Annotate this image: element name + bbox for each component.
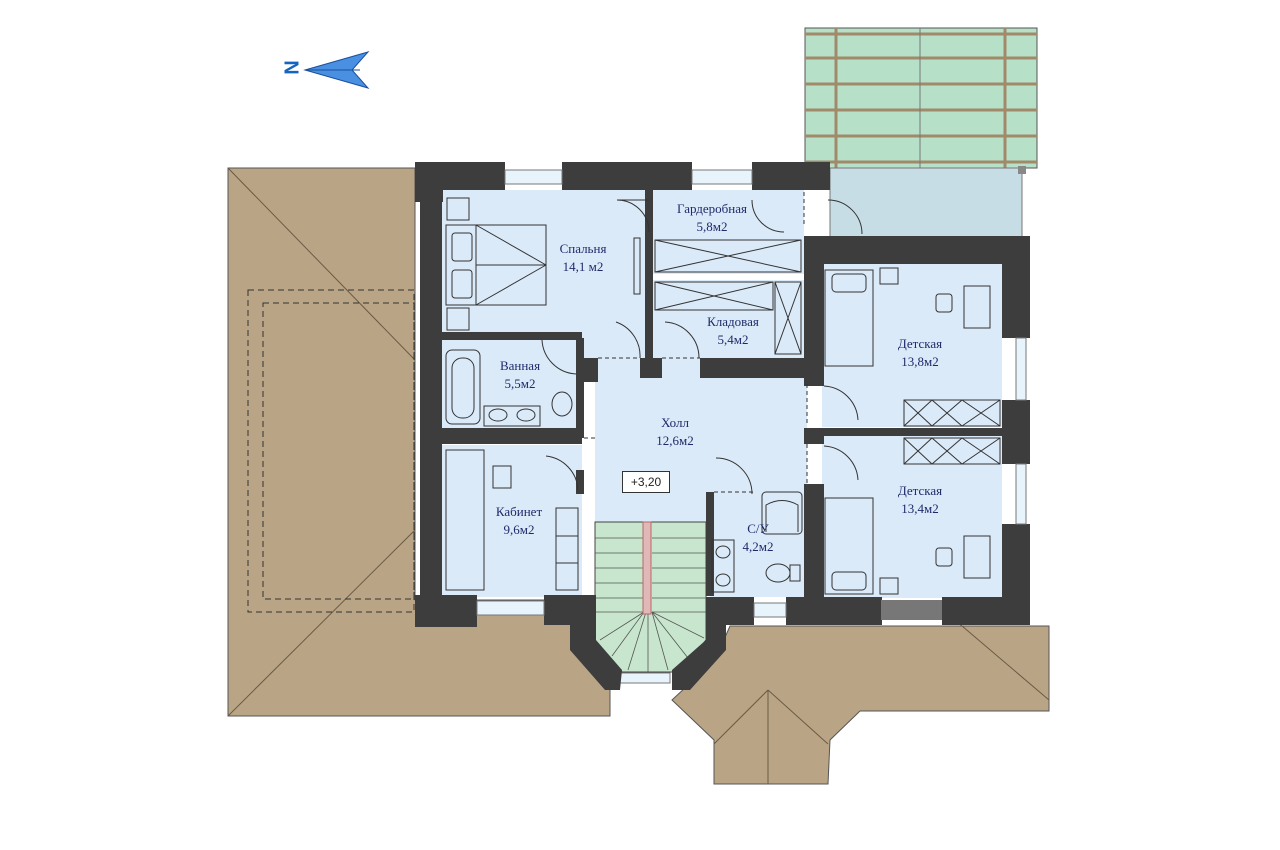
windows <box>476 169 1027 618</box>
room-area: 14,1 м2 <box>562 259 604 274</box>
room-name: Ванная <box>499 358 541 373</box>
room-label-wardrobe: Гардеробная 5,8м2 <box>664 200 760 236</box>
room-label-bedroom: Спальня 14,1 м2 <box>548 240 618 276</box>
north-letter: N <box>281 60 304 75</box>
room-name: Детская <box>897 483 943 498</box>
room-name: С/У <box>747 521 769 536</box>
room-name: Кабинет <box>495 504 543 519</box>
pergola <box>804 27 1038 169</box>
room-name: Холл <box>661 415 689 430</box>
elevation-mark: +3,20 <box>622 471 670 493</box>
staircase <box>594 521 707 684</box>
bathroom-floor <box>442 338 582 428</box>
room-label-bathroom: Ванная 5,5м2 <box>490 357 550 393</box>
kids2-floor <box>822 436 1002 598</box>
room-label-hall: Холл 12,6м2 <box>640 414 710 450</box>
walls <box>415 162 1030 690</box>
room-label-wc: С/У 4,2м2 <box>728 520 788 556</box>
north-arrow-icon <box>303 51 370 89</box>
room-name: Детская <box>897 336 943 351</box>
room-area: 13,4м2 <box>901 501 939 516</box>
room-area: 12,6м2 <box>656 433 694 448</box>
room-area: 9,6м2 <box>503 522 535 537</box>
study-floor <box>442 445 582 597</box>
room-area: 5,8м2 <box>696 219 728 234</box>
room-label-pantry: Кладовая 5,4м2 <box>693 313 773 349</box>
room-area: 4,2м2 <box>742 539 774 554</box>
bedroom-floor <box>442 190 652 358</box>
doors <box>541 192 863 495</box>
room-label-kids2: Детская 13,4м2 <box>880 482 960 518</box>
room-name: Кладовая <box>707 314 759 329</box>
room-label-study: Кабинет 9,6м2 <box>484 503 554 539</box>
terrace <box>829 167 1023 239</box>
room-name: Спальня <box>559 241 607 256</box>
room-area: 5,4м2 <box>717 332 749 347</box>
room-area: 13,8м2 <box>901 354 939 369</box>
roof-right <box>671 619 1050 785</box>
wc-floor <box>710 492 804 597</box>
room-name: Гардеробная <box>677 201 747 216</box>
furniture <box>445 197 1001 595</box>
room-area: 5,5м2 <box>504 376 536 391</box>
room-label-kids1: Детская 13,8м2 <box>880 335 960 371</box>
